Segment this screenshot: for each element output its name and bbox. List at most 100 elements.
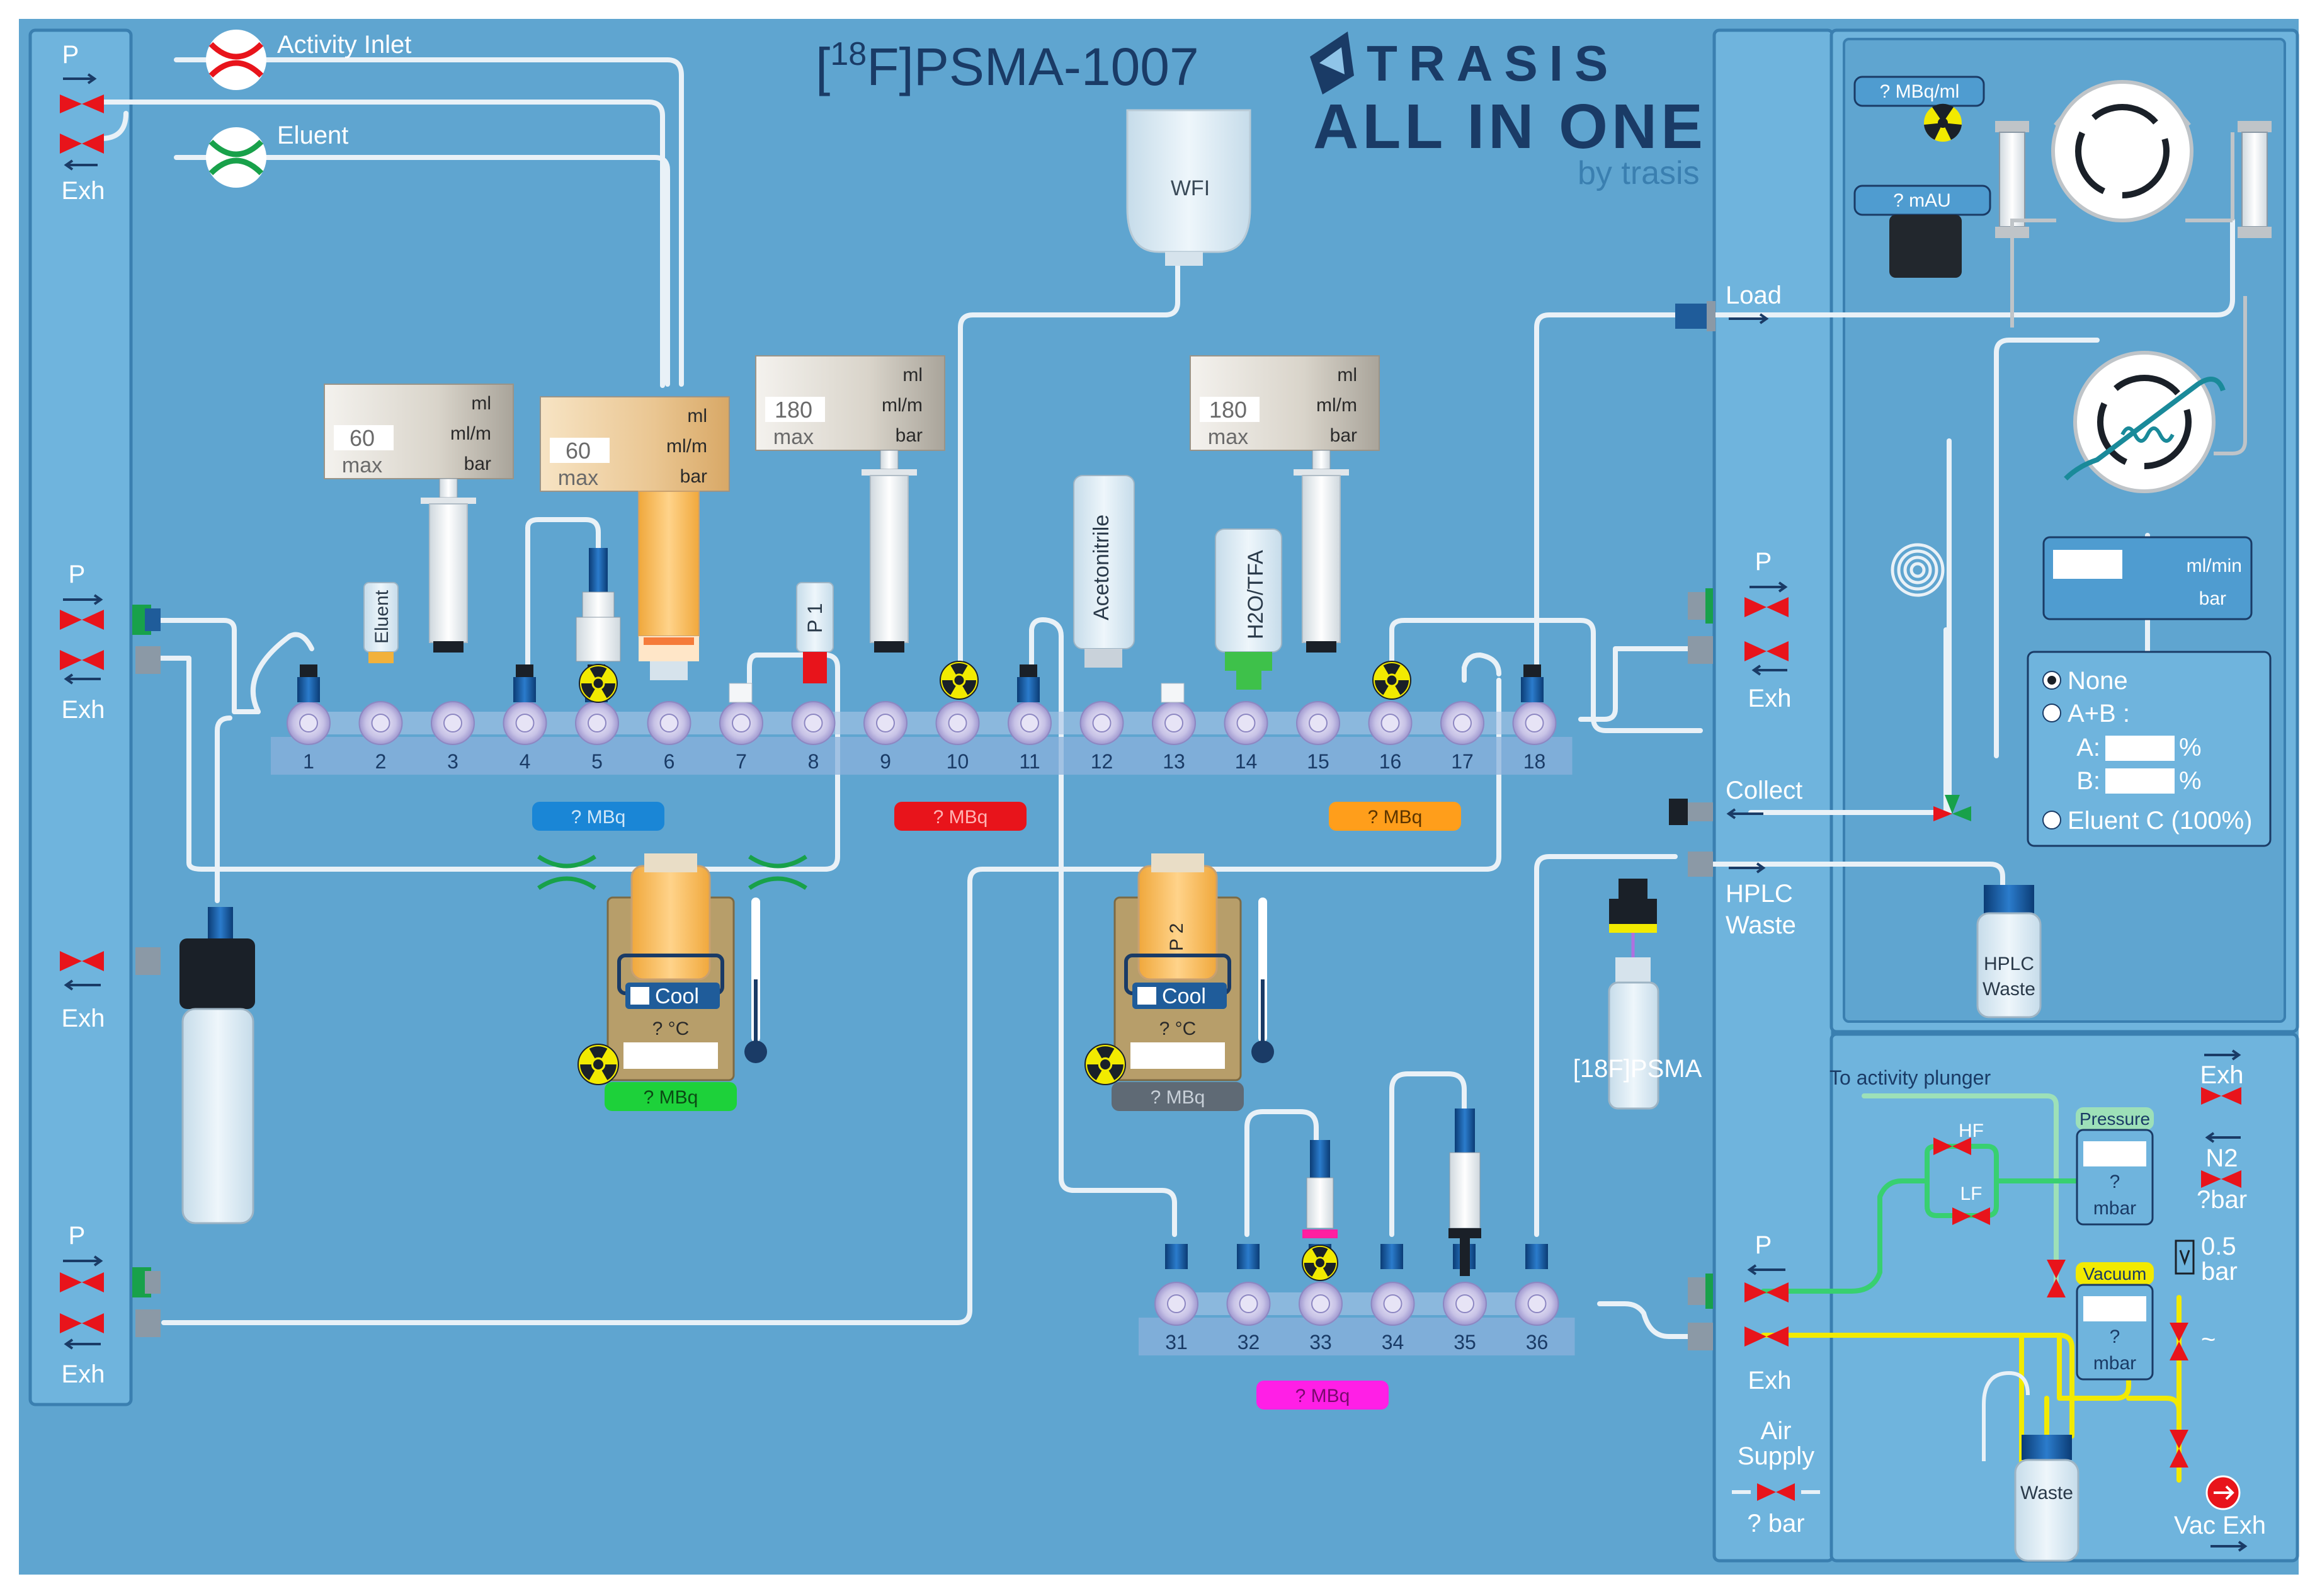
syringe-s9-unit: ml xyxy=(902,365,923,385)
eluent-vial[interactable]: Eluent xyxy=(363,582,399,663)
cartridge-33[interactable] xyxy=(1302,1140,1338,1238)
gas-p-valve[interactable] xyxy=(1744,1282,1789,1302)
manifold-top-valve-3[interactable]: 3 xyxy=(431,701,475,773)
pressure-unit: mbar xyxy=(2093,1198,2136,1219)
hplc-column-right[interactable] xyxy=(2238,121,2272,238)
left-bottom-exh-valve[interactable] xyxy=(60,1313,104,1333)
hplc-pump-flow-label: ml/min xyxy=(2187,556,2242,576)
manifold-top-valve-2[interactable]: 2 xyxy=(358,701,403,773)
port-connector xyxy=(1525,1244,1548,1269)
collect-valve[interactable] xyxy=(1933,795,1971,821)
a-percent-input[interactable] xyxy=(2105,736,2175,761)
mode-eluent-c-radio[interactable]: Eluent C (100%) xyxy=(2042,807,2252,835)
eluent-inlet[interactable]: Eluent xyxy=(206,122,348,188)
manifold-top-port-label: 17 xyxy=(1451,750,1474,773)
detector-1-value: ? MBq xyxy=(571,807,626,828)
b-percent-input[interactable] xyxy=(2105,768,2175,794)
wfi-label: WFI xyxy=(1171,176,1210,200)
manifold-top-valve-11[interactable]: 11 xyxy=(1008,701,1052,773)
manifold-top-valve-17[interactable]: 17 xyxy=(1440,701,1484,773)
hplc-radio-detector[interactable]: ? MBq/ml xyxy=(1853,76,1985,142)
gas-exh-valve-2[interactable] xyxy=(1744,1326,1789,1347)
activity-inlet[interactable]: Activity Inlet xyxy=(206,30,411,90)
manifold-top-valve-9[interactable]: 9 xyxy=(863,701,908,773)
vacuum-pump[interactable] xyxy=(2205,1475,2241,1510)
hplc-valve-2[interactable] xyxy=(2064,351,2226,493)
manifold-bottom-valve-32[interactable]: 32 xyxy=(1226,1282,1271,1354)
pressure-gauge[interactable]: Pressure ? mbar xyxy=(2076,1107,2154,1226)
left-top-exh-valve[interactable] xyxy=(60,134,104,154)
detector-3[interactable]: ? MBq xyxy=(1329,802,1461,831)
detector-6[interactable]: ? MBq xyxy=(1256,1381,1389,1410)
manifold-top-valve-16[interactable]: 16 xyxy=(1368,701,1413,773)
detector-1[interactable]: ? MBq xyxy=(532,802,664,831)
manifold-top-valve-7[interactable]: 7 xyxy=(719,701,763,773)
manifold-top-valve-14[interactable]: 14 xyxy=(1224,701,1268,773)
hf-valve[interactable] xyxy=(1933,1137,1971,1155)
manifold-top-valve-1[interactable]: 1 xyxy=(287,701,331,773)
hplc-uv-detector[interactable]: ? mAU xyxy=(1853,185,1991,278)
syringe-s6-max: max xyxy=(558,466,598,490)
port-connector xyxy=(513,664,536,702)
vacuum-valve-1[interactable] xyxy=(2047,1260,2066,1297)
manifold-top-valve-10[interactable]: 10 xyxy=(935,701,980,773)
manifold-top-valve-15[interactable]: 15 xyxy=(1296,701,1340,773)
gas-exh-valve[interactable] xyxy=(2201,1087,2241,1105)
right-p-valve[interactable] xyxy=(1744,597,1789,617)
lf-valve[interactable] xyxy=(1952,1207,1990,1225)
hplc-waste-bottle[interactable]: HPLC Waste xyxy=(1976,885,2042,1018)
left-lower-exh-valve[interactable] xyxy=(60,951,104,971)
eluent-inlet-label: Eluent xyxy=(277,122,348,149)
detector-4[interactable]: ? MBq xyxy=(605,1082,737,1111)
n2-valve[interactable] xyxy=(2201,1170,2241,1188)
cartridge-35[interactable] xyxy=(1448,1109,1481,1276)
manifold-bottom-valve-33[interactable]: 33 xyxy=(1299,1282,1343,1354)
manifold-bottom: 31 32 33 34 35 36 xyxy=(1139,1109,1575,1355)
h2o-tfa-vial[interactable]: H2O/TFA xyxy=(1215,528,1282,690)
vacuum-valve-2[interactable] xyxy=(2170,1323,2188,1360)
right-exh-valve[interactable] xyxy=(1744,641,1789,661)
manifold-bottom-valve-34[interactable]: 34 xyxy=(1370,1282,1415,1354)
mode-none-radio[interactable]: None xyxy=(2042,667,2128,695)
mode-ab-radio[interactable]: A+B : xyxy=(2042,700,2130,727)
p1-vial[interactable]: P 1 xyxy=(796,582,834,683)
regulator[interactable] xyxy=(2175,1240,2195,1275)
manifold-bottom-valve-36[interactable]: 36 xyxy=(1515,1282,1559,1354)
waste-bottle[interactable]: Waste xyxy=(1982,1371,2080,1562)
manifold-top-valve-13[interactable]: 13 xyxy=(1152,701,1196,773)
cartridge-5[interactable] xyxy=(576,548,621,662)
product-vial-label: [18F]PSMA xyxy=(1573,1055,1702,1083)
left-mid-exh-valve[interactable] xyxy=(60,650,104,670)
hplc-uv-detector-value: ? mAU xyxy=(1893,190,1951,211)
manifold-top-valve-8[interactable]: 8 xyxy=(791,701,836,773)
wfi-bag[interactable]: WFI xyxy=(1126,109,1251,266)
manifold-top-valve-4[interactable]: 4 xyxy=(503,701,547,773)
manifold-top-valve-6[interactable]: 6 xyxy=(647,701,691,773)
air-supply-valve[interactable] xyxy=(1757,1483,1795,1501)
vacuum-gauge[interactable]: Vacuum ? mbar xyxy=(2076,1262,2154,1381)
manifold-bottom-valve-35[interactable]: 35 xyxy=(1443,1282,1487,1354)
hplc-valve-1[interactable] xyxy=(2051,80,2193,222)
manifold-bottom-valve-31[interactable]: 31 xyxy=(1154,1282,1198,1354)
left-mid-p-valve[interactable] xyxy=(60,610,104,630)
air-supply-label-2: Supply xyxy=(1738,1442,1814,1470)
left-bottom-p-valve[interactable] xyxy=(60,1272,104,1292)
vacuum-valve-3[interactable] xyxy=(2170,1430,2188,1468)
left-top-p-valve[interactable] xyxy=(60,94,104,113)
detector-5[interactable]: ? MBq xyxy=(1112,1082,1244,1111)
product-vial[interactable]: [18F]PSMA xyxy=(1573,879,1702,1110)
acetonitrile-vial[interactable]: Acetonitrile xyxy=(1073,475,1135,668)
left-reservoir-bottle[interactable] xyxy=(179,907,255,1224)
detector-2[interactable]: ? MBq xyxy=(894,802,1027,831)
manifold-top-port-label: 3 xyxy=(447,750,458,773)
manifold-top-valve-12[interactable]: 12 xyxy=(1079,701,1124,773)
manifold-top-valve-5[interactable]: 5 xyxy=(575,701,619,773)
hplc-pump-box[interactable]: ml/min bar xyxy=(2042,536,2253,620)
reactor-1[interactable]: Cool? °C xyxy=(606,853,735,1081)
